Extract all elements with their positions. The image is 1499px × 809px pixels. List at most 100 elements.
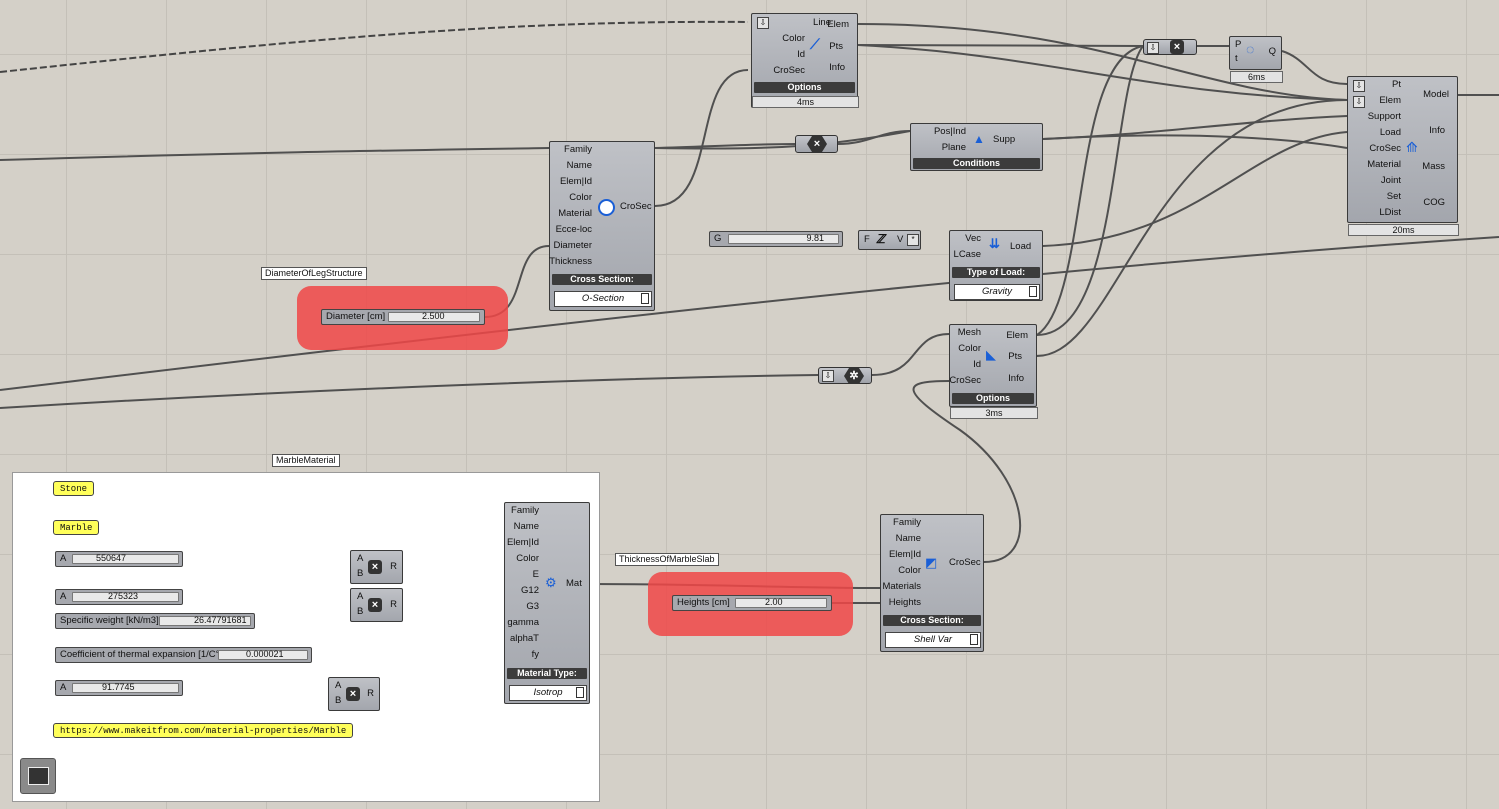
input-e: E (532, 569, 539, 580)
alpha-slider[interactable]: Coefficient of thermal expansion [1/C°] … (55, 647, 312, 663)
output-r: R (367, 688, 374, 699)
multiply-component-3[interactable]: A B × R (328, 677, 380, 711)
slider-track[interactable] (728, 234, 839, 244)
input-id: Id (797, 49, 805, 60)
slider-value: 26.47791681 (194, 615, 247, 625)
cross-section-bar: Cross Section: (552, 274, 652, 285)
slider-name: Specific weight [kN/m3] (60, 615, 159, 626)
input-mesh: Mesh (957, 327, 981, 338)
multiply-component-2[interactable]: A B × R (350, 588, 403, 622)
flatten-icon: ⇩ (1353, 96, 1365, 108)
load-value: Gravity (981, 286, 1013, 297)
input-elem-id: Elem|Id (506, 537, 539, 548)
mesh-points-component[interactable]: ⇩ ✲ (818, 367, 872, 384)
slider-value: 275323 (108, 591, 139, 601)
shell-value: Shell Var (913, 634, 953, 645)
e-slider[interactable]: A 550647 (55, 551, 183, 567)
url-panel[interactable]: https://www.makeitfrom.com/material-prop… (53, 723, 354, 738)
support-component[interactable]: Pos|Ind Plane ▲ Supp Conditions (910, 123, 1043, 171)
type-of-load-bar: Type of Load: (952, 267, 1040, 278)
multiply-component-1[interactable]: A B × R (350, 550, 403, 584)
multiply-icon: × (346, 687, 360, 701)
slider-track[interactable] (159, 616, 251, 626)
assemble-model-icon: ⟰ (1406, 139, 1418, 155)
multiply-icon: × (368, 560, 382, 574)
multiply-icon: × (368, 598, 382, 612)
gamma-slider[interactable]: Specific weight [kN/m3] 26.47791681 (55, 613, 255, 629)
output-crosec: CroSec (620, 201, 652, 212)
input-pt: Pt (1392, 79, 1401, 90)
output-elem: Elem (1006, 330, 1028, 341)
material-value: Isotrop (533, 687, 563, 698)
options-bar[interactable]: Options (952, 393, 1034, 404)
line-to-beam-component[interactable]: ⇩ Line Color Id CroSec ⟋ Elem Pts Info O… (751, 13, 858, 108)
group-icon[interactable] (20, 758, 56, 794)
input-g12: G12 (521, 585, 539, 596)
input-p: P (1235, 39, 1242, 50)
assemble-model-component[interactable]: ⇩ ⇩ Pt Elem Support Load CroSec Material… (1347, 76, 1458, 223)
material-dropdown[interactable]: Isotrop (509, 685, 587, 701)
material-component[interactable]: Family Name Elem|Id Color E G12 G3 gamma… (504, 502, 590, 704)
input-joint: Joint (1380, 175, 1401, 186)
close-icon: × (1170, 40, 1184, 54)
g-slider[interactable]: G 9.81 (709, 231, 843, 247)
diameter-slider[interactable]: Diameter [cm] 2.500 (321, 309, 485, 325)
shell-dropdown[interactable]: Shell Var (885, 632, 981, 648)
slider-track[interactable] (72, 683, 179, 693)
line-timer: 4ms (752, 96, 859, 108)
options-bar[interactable]: Options (754, 82, 855, 93)
line-beam-icon: ⟋ (810, 36, 820, 52)
input-vec: Vec (965, 233, 981, 244)
input-elem-id: Elem|Id (888, 549, 921, 560)
material-group[interactable] (12, 472, 600, 802)
gate-component[interactable]: × (795, 135, 838, 153)
curve-point-component[interactable]: P t ◌ Q (1229, 36, 1282, 70)
pt-timer: 6ms (1230, 71, 1283, 83)
slider-track[interactable] (72, 592, 179, 602)
close-icon: × (807, 136, 827, 152)
slider-track[interactable] (388, 312, 480, 322)
model-timer: 20ms (1348, 224, 1459, 236)
output-info: Info (1008, 373, 1024, 384)
flatten-icon: ⇩ (1147, 42, 1159, 54)
section-dropdown[interactable]: O-Section (554, 291, 652, 307)
output-pts: Pts (1008, 351, 1022, 362)
settings-icon: ✲ (844, 368, 864, 384)
slider-track[interactable] (72, 554, 179, 564)
output-v: V (897, 234, 904, 245)
input-b: B (335, 695, 342, 706)
output-load: Load (1010, 241, 1032, 252)
input-material: Material (558, 208, 592, 219)
input-crosec: CroSec (949, 375, 981, 386)
mesh-to-shell-component[interactable]: Mesh Color Id CroSec ◣ Elem Pts Info Opt… (949, 324, 1037, 407)
input-t: t (1235, 53, 1238, 64)
slider-track[interactable] (218, 650, 308, 660)
cross-section-component[interactable]: Family Name Elem|Id Color Material Ecce-… (549, 141, 655, 311)
cull-component[interactable]: ⇩ × (1143, 39, 1197, 55)
input-a: A (357, 553, 364, 564)
unit-z-component[interactable]: F ℤ V * (858, 230, 921, 250)
input-set: Set (1386, 191, 1401, 202)
conditions-bar[interactable]: Conditions (913, 158, 1040, 169)
load-dropdown[interactable]: Gravity (954, 284, 1040, 300)
thickness-slider[interactable]: Heights [cm] 2.00 (672, 595, 832, 611)
fy-slider[interactable]: A 91.7745 (55, 680, 183, 696)
shell-section-icon: ◩ (925, 555, 938, 570)
load-component[interactable]: Vec LCase ⇊ Load Type of Load: Gravity (949, 230, 1043, 301)
section-value: O-Section (581, 293, 625, 304)
slider-value: 2.500 (422, 311, 445, 321)
slider-name: G (714, 233, 722, 244)
shell-cross-section-component[interactable]: Family Name Elem|Id Color Materials Heig… (880, 514, 984, 652)
g12-slider[interactable]: A 275323 (55, 589, 183, 605)
input-diameter: Diameter (553, 240, 592, 251)
output-supp: Supp (993, 134, 1016, 145)
input-support: Support (1367, 111, 1401, 122)
output-model: Model (1423, 89, 1449, 100)
input-g3: G3 (526, 601, 539, 612)
support-triangle-icon: ▲ (973, 132, 985, 146)
slider-track[interactable] (735, 598, 827, 608)
marble-panel[interactable]: Marble (53, 520, 100, 535)
flatten-icon: ⇩ (757, 17, 769, 29)
input-line: Line (813, 17, 831, 28)
stone-panel[interactable]: Stone (53, 481, 95, 496)
